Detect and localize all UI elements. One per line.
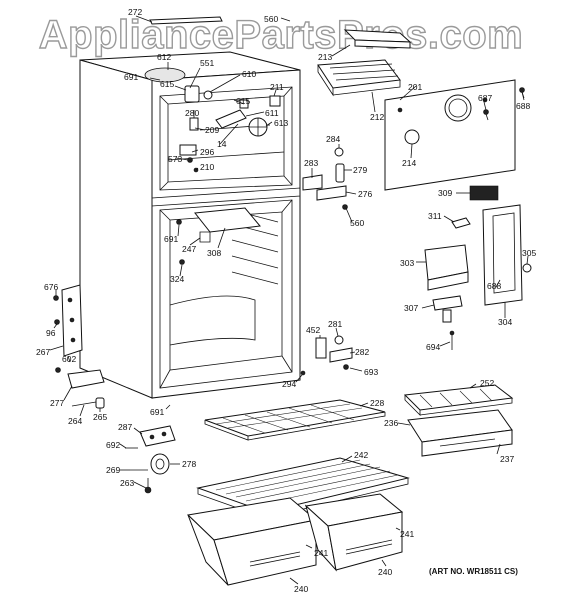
callout-305: 305 [522,248,536,258]
callout-241a: 241 [314,548,328,558]
cabinet-shell[interactable] [79,51,301,399]
rollers-bracket-part[interactable] [139,425,176,447]
callout-691c: 691 [150,407,164,417]
cold-control-part[interactable] [176,207,261,265]
callout-615b: 615 [236,96,250,106]
callout-693: 693 [364,367,378,377]
callout-242: 242 [354,450,368,460]
callout-692: 692 [106,440,120,450]
callout-303: 303 [400,258,414,268]
callout-615: 615 [160,79,174,89]
callout-212: 212 [370,112,384,122]
callout-602: 602 [62,354,76,364]
callout-267: 267 [36,347,50,357]
control-knob-housing-part[interactable] [424,244,469,291]
air-duct-part[interactable] [482,204,532,306]
callout-278: 278 [182,459,196,469]
control-housing-part[interactable] [317,29,412,97]
callout-612: 612 [157,52,171,62]
freezer-fan-assembly[interactable] [144,67,281,173]
callout-691: 691 [124,72,138,82]
hinge-part[interactable] [53,284,83,357]
callout-560b: 560 [350,218,364,228]
damper-control-part[interactable] [451,217,471,229]
callout-694: 694 [426,342,440,352]
glass-shelf-part[interactable] [204,399,386,441]
callout-labels: 272 560 612 551 691 615 610 213 211 280 … [36,7,536,594]
callout-201: 201 [408,82,422,92]
callout-280: 280 [185,108,199,118]
callout-264: 264 [68,416,82,426]
callout-228: 228 [370,398,384,408]
callout-236: 236 [384,418,398,428]
callout-263: 263 [120,478,134,488]
evaporator-fan-part[interactable] [404,129,420,145]
callout-324: 324 [170,274,184,284]
hinge-bracket-part[interactable] [300,335,353,376]
callout-281: 281 [328,319,342,329]
pin-part[interactable] [449,330,455,350]
callout-452: 452 [306,325,320,335]
callout-307: 307 [404,303,418,313]
callout-688b: 688 [487,281,501,291]
top-rail-part[interactable] [149,16,223,25]
callout-213: 213 [318,52,332,62]
callout-676: 676 [44,282,58,292]
callout-272: 272 [128,7,142,17]
callout-308: 308 [207,248,221,258]
pan-drawer-part[interactable] [407,409,513,457]
rating-plate-part[interactable] [469,185,499,201]
callout-211: 211 [270,82,284,92]
crisper-drawer-left-part[interactable] [186,497,318,586]
thermostat-assembly[interactable] [302,147,348,210]
callout-96: 96 [46,328,56,338]
callout-241b: 241 [400,529,414,539]
callout-240b: 240 [378,567,392,577]
callout-610: 610 [242,69,256,79]
callout-210: 210 [200,162,214,172]
callout-214: 214 [402,158,416,168]
callout-283: 283 [304,158,318,168]
callout-269: 269 [106,465,120,475]
callout-551: 551 [200,58,214,68]
callout-14: 14 [217,139,227,149]
callout-560: 560 [264,14,278,24]
callout-304: 304 [498,317,512,327]
callout-209: 209 [205,125,219,135]
callout-613: 613 [274,118,288,128]
leveling-leg-part[interactable] [71,397,105,409]
crisper-shelf-part[interactable] [196,457,410,519]
callout-311: 311 [428,211,442,221]
callout-611: 611 [265,108,279,118]
callout-279: 279 [353,165,367,175]
control-knob-part[interactable] [432,295,463,323]
roller-part[interactable] [125,447,170,494]
callout-276: 276 [358,189,372,199]
callout-296: 296 [200,147,214,157]
callout-252: 252 [480,378,494,388]
callout-688: 688 [516,101,530,111]
art-number: (ART NO. WR18511 CS) [429,567,518,576]
callout-282: 282 [355,347,369,357]
crisper-cover-part[interactable] [403,384,514,416]
callout-277: 277 [50,398,64,408]
evaporator-cover-part[interactable] [384,79,516,191]
callout-284: 284 [326,134,340,144]
callout-237: 237 [500,454,514,464]
callout-309: 309 [438,188,452,198]
leader-lines [49,15,529,585]
bottom-hinge-part[interactable] [55,367,105,389]
watermark-text: AppliancePartsPros.com [39,13,524,57]
callout-573: 573 [168,154,182,164]
callout-240a: 240 [294,584,308,594]
callout-294: 294 [282,379,296,389]
callout-287: 287 [118,422,132,432]
callout-247: 247 [182,244,196,254]
callout-265: 265 [93,412,107,422]
crisper-drawer-right-part[interactable] [304,493,404,572]
callout-687: 687 [478,93,492,103]
callout-691b: 691 [164,234,178,244]
